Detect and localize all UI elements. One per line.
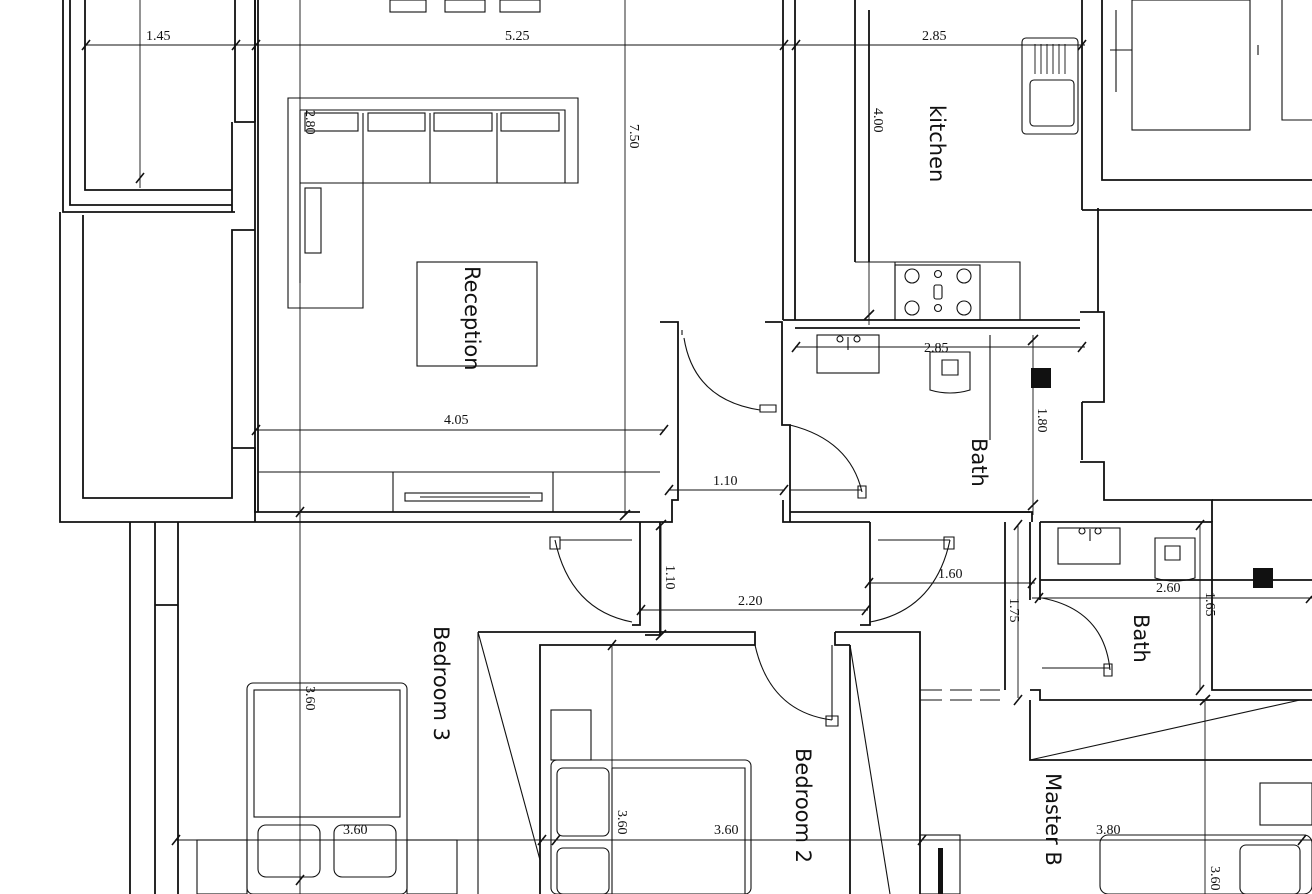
dim-bath-depth: 1.80 [1034,408,1049,433]
dim-hall-width: 2.20 [738,594,763,609]
dim-balcony-width: 1.45 [146,29,171,44]
bedroom-2-label: Bedroom 2 [791,748,815,863]
dim-bedroom3-depth: 3.60 [302,686,317,711]
dim-reception-depth: 7.50 [626,124,641,149]
dim-ensuite-width: 2.60 [1156,581,1181,596]
kitchen-label: kitchen [925,105,949,182]
dim-reception-inner-width: 4.05 [444,413,469,428]
dim-bedroom2-depth: 3.60 [614,810,629,835]
dim-reception-width: 5.25 [505,29,530,44]
ensuite-bath-label: Bath [1129,614,1153,663]
dim-corridor-width: 1.10 [713,474,738,489]
bath-label: Bath [967,438,991,487]
dim-kitchen-depth: 4.00 [870,108,885,133]
dimension-lines [81,0,1312,894]
dim-master-depth: 3.60 [1207,866,1222,891]
dim-ensuite-corridor: 1.60 [938,567,963,582]
master-bedroom-label: Master B [1041,773,1065,866]
dim-ensuite-depth: 1.65 [1202,592,1217,617]
dimension-labels: 1.45 5.25 2.85 7.50 4.00 2.80 4.05 2.85 … [146,29,1222,891]
dim-bedroom2-width: 3.60 [714,823,739,838]
bedroom-3-label: Bedroom 3 [429,626,453,741]
dim-master-width: 3.80 [1096,823,1121,838]
doors [549,330,1113,727]
reception-label: Reception [460,266,484,371]
room-labels: Reception kitchen Bath Bath Bedroom 3 Be… [429,105,1153,866]
dim-bath-width: 2.85 [924,341,949,356]
dim-corridor-depth: 1.10 [662,565,677,590]
walls [59,0,1312,894]
dim-ensuite-passage: 1.75 [1006,598,1021,623]
dim-kitchen-width: 2.85 [922,29,947,44]
dim-bedroom3-width: 3.60 [343,823,368,838]
dim-sofa-depth: 2.80 [302,110,317,135]
